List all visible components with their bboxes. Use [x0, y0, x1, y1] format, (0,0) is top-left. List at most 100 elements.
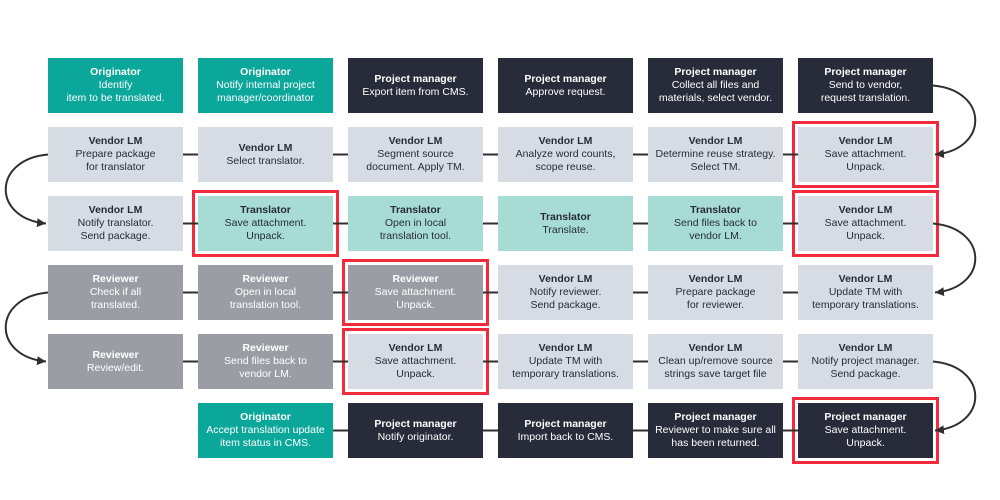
box-role-label: Originator — [240, 66, 291, 78]
box-step-text: vendor LM. — [239, 368, 292, 380]
box-role-label: Vendor LM — [88, 135, 143, 147]
box-step-text: Reviewer to make sure all — [655, 424, 776, 436]
box-step-text: item status in CMS. — [219, 437, 312, 449]
box-role-label: Project manager — [524, 72, 607, 85]
box-role-label: Vendor LM — [838, 135, 893, 147]
box-step-text: item to be translated. — [66, 92, 165, 104]
box-step-text: Approve request. — [525, 85, 606, 98]
box-role-label: Vendor LM — [88, 204, 143, 216]
box-step-text: Notify originator. — [377, 430, 454, 443]
box-role-label: Project manager — [674, 66, 757, 78]
box-step-text: Unpack. — [246, 230, 285, 242]
box-role-label: Translator — [240, 204, 291, 216]
box-step-text: Send files back to — [674, 217, 757, 229]
box-step-text: Unpack. — [396, 368, 435, 380]
box-step-text: translation tool. — [379, 230, 452, 242]
box-step-text: Segment source — [377, 148, 454, 160]
box-step-text: Save attachment. — [374, 286, 457, 298]
box-step-text: has been returned. — [671, 437, 760, 449]
box-step-text: strings save target file — [664, 368, 767, 380]
box-step-text: Select translator. — [226, 154, 305, 167]
box-step-text: request translation. — [820, 92, 911, 104]
box-step-text: Determine reuse strategy. — [655, 148, 776, 160]
box-step-text: Send package. — [80, 230, 151, 242]
box-step-text: Send package. — [830, 368, 901, 380]
box-step-text: Analyze word counts, — [515, 148, 616, 160]
box-step-text: translation tool. — [229, 299, 302, 311]
box-step-text: Send to vendor, — [828, 79, 903, 91]
box-step-text: Update TM with — [528, 355, 603, 367]
box-role-label: Reviewer — [92, 348, 139, 361]
box-role-label: Vendor LM — [688, 273, 743, 285]
box-role-label: Vendor LM — [538, 342, 593, 354]
box-step-text: Send files back to — [224, 355, 307, 367]
box-step-text: for translator — [86, 161, 145, 173]
box-step-text: Open in local — [384, 217, 447, 229]
box-role-label: Translator — [390, 204, 441, 216]
box-step-text: Prepare package — [675, 286, 756, 298]
box-step-text: Open in local — [234, 286, 297, 298]
box-step-text: Save attachment. — [824, 424, 907, 436]
box-step-text: vendor LM. — [689, 230, 742, 242]
box-step-text: manager/coordinator — [217, 92, 314, 104]
box-role-label: Vendor LM — [688, 342, 743, 354]
box-role-label: Project manager — [824, 66, 907, 78]
box-step-text: Save attachment. — [824, 148, 907, 160]
box-step-text: Save attachment. — [824, 217, 907, 229]
box-step-text: Unpack. — [846, 230, 885, 242]
box-role-label: Originator — [90, 66, 141, 78]
box-step-text: Select TM. — [690, 161, 741, 173]
box-role-label: Vendor LM — [538, 135, 593, 147]
box-step-text: Send package. — [530, 299, 601, 311]
box-step-text: Notify translator. — [77, 217, 154, 229]
box-step-text: Notify project manager. — [811, 355, 920, 367]
box-step-text: materials, select vendor. — [658, 92, 773, 104]
box-step-text: for reviewer. — [686, 299, 745, 311]
box-step-text: Collect all files and — [671, 79, 760, 91]
box-role-label: Vendor LM — [388, 135, 443, 147]
box-step-text: Import back to CMS. — [517, 430, 614, 443]
box-step-text: Review/edit. — [86, 361, 145, 374]
box-step-text: Notify internal project — [216, 79, 315, 91]
box-step-text: Save attachment. — [374, 355, 457, 367]
box-step-text: Prepare package — [75, 148, 156, 160]
box-role-label: Project manager — [674, 411, 757, 423]
box-role-label: Translator — [690, 204, 741, 216]
box-step-text: Check if all — [89, 286, 142, 298]
box-role-label: Vendor LM — [688, 135, 743, 147]
box-step-text: Notify reviewer. — [529, 286, 602, 298]
box-role-label: Project manager — [824, 411, 907, 423]
box-role-label: Reviewer — [392, 273, 439, 285]
box-role-label: Vendor LM — [838, 273, 893, 285]
box-step-text: scope reuse. — [535, 161, 596, 173]
box-role-label: Vendor LM — [388, 342, 443, 354]
box-step-text: Save attachment. — [224, 217, 307, 229]
box-role-label: Originator — [240, 411, 291, 423]
box-step-text: document. Apply TM. — [366, 161, 465, 173]
